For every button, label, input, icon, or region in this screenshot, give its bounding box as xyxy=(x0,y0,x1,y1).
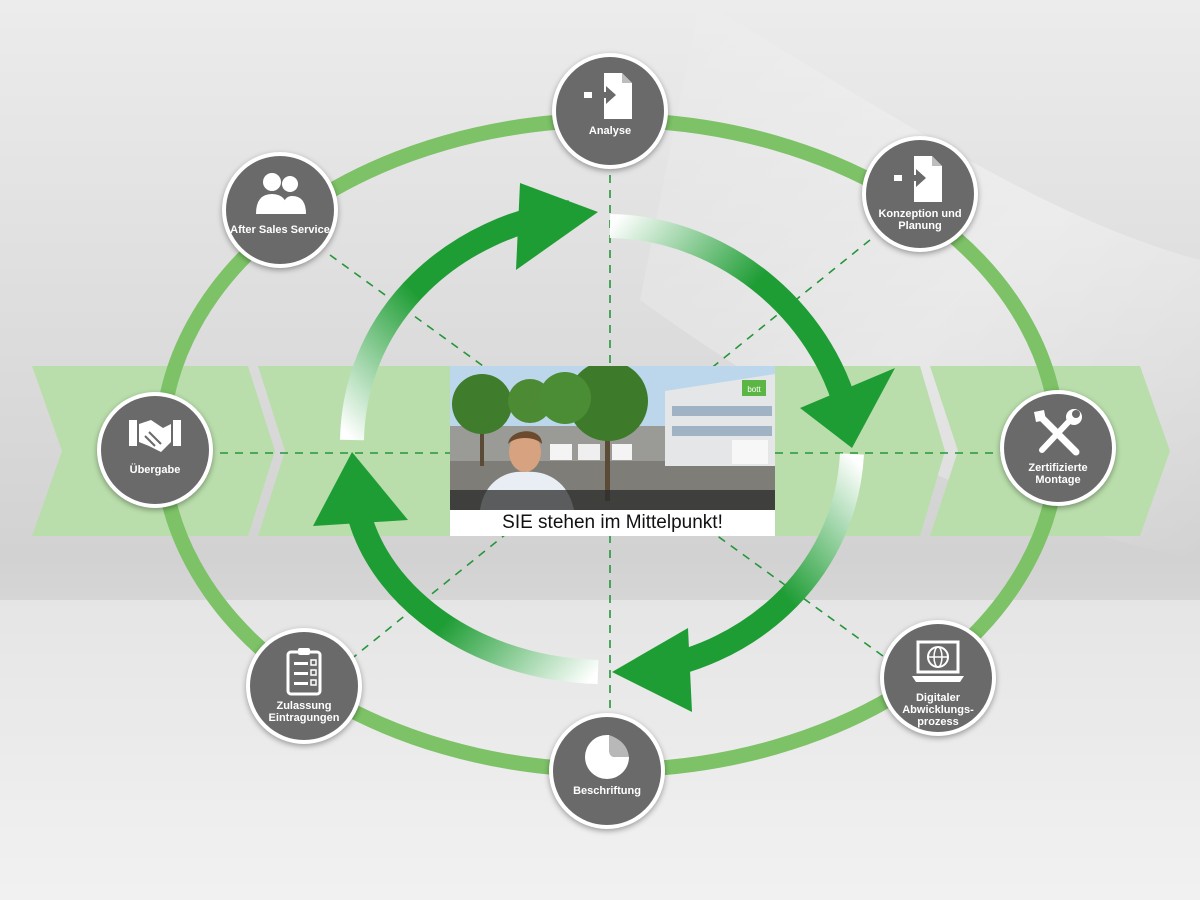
step-zulassung-label: Zulassung Eintragungen xyxy=(254,700,354,724)
clipboard-checklist-icon xyxy=(276,646,332,696)
center-photo-panel: bott SIE stehen im Mittelpunkt! xyxy=(450,366,775,536)
step-konzeption[interactable]: Konzeption und Planung xyxy=(862,136,978,252)
step-analyse-label: Analyse xyxy=(560,125,660,137)
step-montage-label: Zertifizierte Montage xyxy=(1008,462,1108,486)
company-logo-text: bott xyxy=(747,385,761,394)
step-montage[interactable]: Zertifizierte Montage xyxy=(1000,390,1116,506)
document-enter-icon xyxy=(892,154,948,204)
step-aftersales-label: After Sales Service xyxy=(230,224,330,236)
tools-icon xyxy=(1030,408,1086,458)
users-icon xyxy=(252,170,308,220)
step-aftersales[interactable]: After Sales Service xyxy=(222,152,338,268)
document-enter-icon xyxy=(582,71,638,121)
step-digital[interactable]: Digitaler Abwicklungs-prozess xyxy=(880,620,996,736)
step-digital-label: Digitaler Abwicklungs-prozess xyxy=(888,692,988,728)
step-zulassung[interactable]: Zulassung Eintragungen xyxy=(246,628,362,744)
center-caption: SIE stehen im Mittelpunkt! xyxy=(450,510,775,536)
laptop-globe-icon xyxy=(910,638,966,688)
handshake-icon xyxy=(127,410,183,460)
customer-photo: bott xyxy=(450,366,775,510)
step-uebergabe[interactable]: Übergabe xyxy=(97,392,213,508)
arrowhead-top-left xyxy=(516,183,598,270)
step-beschriftung[interactable]: Beschriftung xyxy=(549,713,665,829)
step-analyse[interactable]: Analyse xyxy=(552,53,668,169)
step-uebergabe-label: Übergabe xyxy=(105,464,205,476)
step-konzeption-label: Konzeption und Planung xyxy=(870,208,970,232)
sticker-icon xyxy=(579,731,635,781)
step-beschriftung-label: Beschriftung xyxy=(557,785,657,797)
